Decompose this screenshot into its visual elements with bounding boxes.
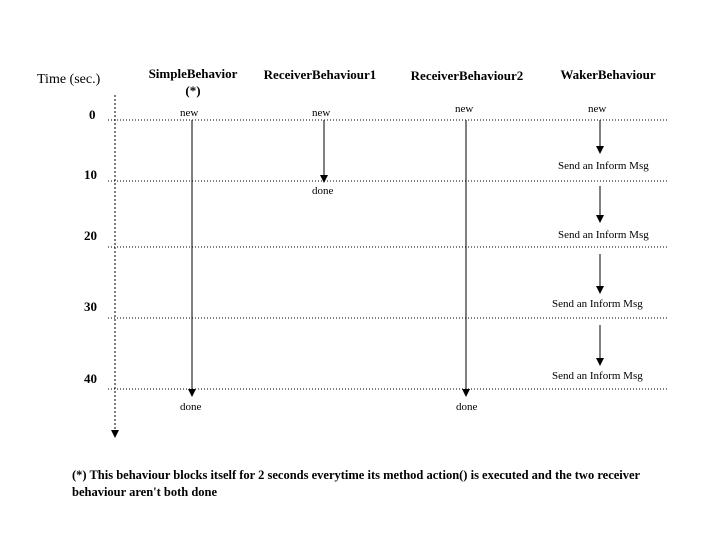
waker-header: WakerBehaviour [560, 67, 656, 82]
time-tick-40: 40 [84, 371, 97, 386]
time-tick-30: 30 [84, 299, 97, 314]
receiver2-done-label: done [456, 401, 478, 413]
time-tick-20: 20 [84, 228, 97, 243]
receiver1-done-label: done [312, 185, 334, 197]
receiver1-start-label: new [312, 107, 331, 119]
simple-behavior-footnote-mark: (*) [185, 83, 201, 98]
simple-start-label: new [180, 107, 199, 119]
waker-start-label: new [588, 103, 607, 115]
receiver2-start-label: new [455, 103, 474, 115]
simple-done-label: done [180, 401, 202, 413]
footnote: (*) This behaviour blocks itself for 2 s… [72, 468, 640, 499]
waker-message-2: Send an Inform Msg [558, 229, 649, 241]
waker-message-4: Send an Inform Msg [552, 370, 643, 382]
simple-behavior-name: SimpleBehavior [148, 66, 238, 81]
simple-behavior-header: SimpleBehavior (*) [133, 65, 253, 99]
waker-message-1: Send an Inform Msg [558, 160, 649, 172]
time-tick-10: 10 [84, 167, 97, 182]
waker-message-3: Send an Inform Msg [552, 298, 643, 310]
time-axis-label: Time (sec.) [37, 72, 101, 87]
receiver1-header: ReceiverBehaviour1 [263, 67, 377, 82]
time-tick-0: 0 [89, 107, 96, 122]
receiver2-header: ReceiverBehaviour2 [410, 68, 524, 83]
